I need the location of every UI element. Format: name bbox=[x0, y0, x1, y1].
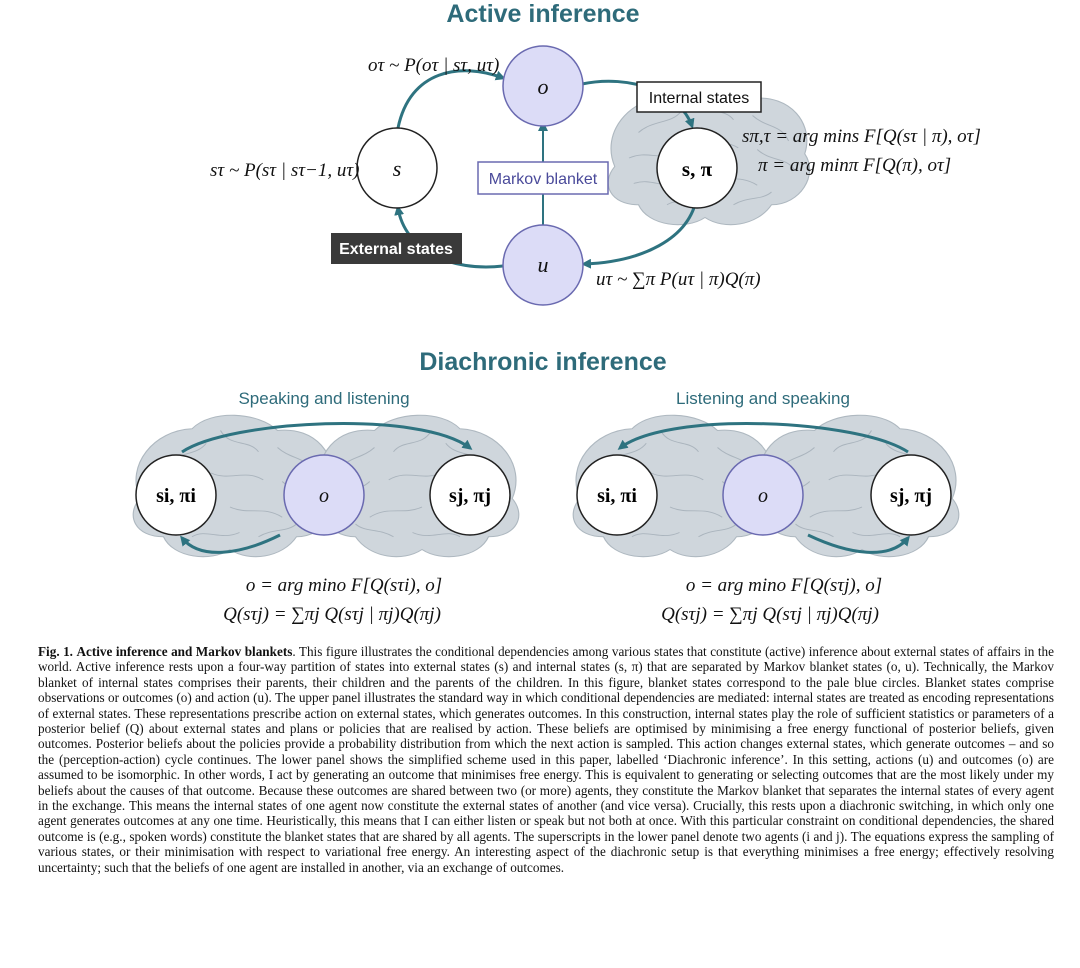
eq-action: uτ ~ ∑π P(uτ | π)Q(π) bbox=[596, 269, 761, 290]
left-subtitle: Speaking and listening bbox=[238, 389, 409, 408]
eq-right-2: Q(sτj) = ∑πj Q(sτj | πj)Q(πj) bbox=[661, 604, 879, 625]
arrow-internal-to-u bbox=[581, 195, 699, 269]
markov-blanket-label: Markov blanket bbox=[489, 171, 598, 188]
node-right-sj bbox=[870, 454, 952, 536]
node-u bbox=[502, 224, 584, 306]
eq-internal-s: sπ,τ = arg mins F[Q(sτ | π), oτ] bbox=[742, 126, 981, 147]
caption-title: Active inference and Markov blankets bbox=[76, 644, 293, 659]
node-s-pi bbox=[656, 127, 738, 209]
caption-text: . This figure illustrates the conditiona… bbox=[38, 644, 1054, 875]
node-right-si bbox=[576, 454, 658, 536]
bottom-panel-title: Diachronic inference bbox=[419, 348, 666, 376]
external-states-box bbox=[331, 233, 462, 264]
figure-caption: Fig. 1. Active inference and Markov blan… bbox=[38, 644, 1054, 875]
node-right-o bbox=[722, 454, 804, 536]
eq-left-1: o = arg mino F[Q(sτi), o] bbox=[246, 575, 442, 596]
internal-states-box bbox=[636, 81, 762, 113]
node-s-label: s bbox=[393, 156, 402, 181]
node-right-sj-label: sj, πj bbox=[890, 485, 932, 507]
eq-right-1: o = arg mino F[Q(sτj), o] bbox=[686, 575, 882, 596]
eq-left-2: Q(sτj) = ∑πj Q(sτj | πj)Q(πj) bbox=[223, 604, 441, 625]
node-left-o-label: o bbox=[319, 485, 329, 507]
node-left-o bbox=[283, 454, 365, 536]
arrow-s-to-o bbox=[396, 69, 506, 129]
node-o-top bbox=[502, 45, 584, 127]
top-panel-title: Active inference bbox=[446, 0, 639, 28]
node-o-top-label: o bbox=[538, 74, 549, 99]
arrow-right-top bbox=[617, 421, 909, 454]
figure-diagram: Active inference o s u s, π Markov blank… bbox=[132, 0, 981, 625]
node-left-sj bbox=[429, 454, 511, 536]
eq-internal-pi: π = arg minπ F[Q(π), oτ] bbox=[758, 155, 951, 176]
node-left-si-label: si, πi bbox=[156, 485, 196, 507]
arrow-left-bottom bbox=[180, 533, 281, 554]
markov-blanket-box bbox=[477, 161, 609, 195]
arrow-left-top bbox=[181, 421, 473, 454]
right-subtitle: Listening and speaking bbox=[676, 389, 850, 408]
internal-states-label: Internal states bbox=[649, 90, 750, 107]
node-s bbox=[356, 127, 438, 209]
arrow-right-bottom bbox=[807, 533, 910, 554]
eq-observation: oτ ~ P(oτ | sτ, uτ) bbox=[368, 55, 499, 76]
node-right-o-label: o bbox=[758, 485, 768, 507]
node-right-si-label: si, πi bbox=[597, 485, 637, 507]
external-states-label: External states bbox=[339, 241, 453, 258]
node-u-label: u bbox=[538, 252, 549, 277]
node-s-pi-label: s, π bbox=[682, 157, 713, 181]
node-left-sj-label: sj, πj bbox=[449, 485, 491, 507]
eq-state: sτ ~ P(sτ | sτ−1, uτ) bbox=[210, 160, 359, 181]
node-left-si bbox=[135, 454, 217, 536]
caption-label: Fig. 1. bbox=[38, 644, 73, 659]
